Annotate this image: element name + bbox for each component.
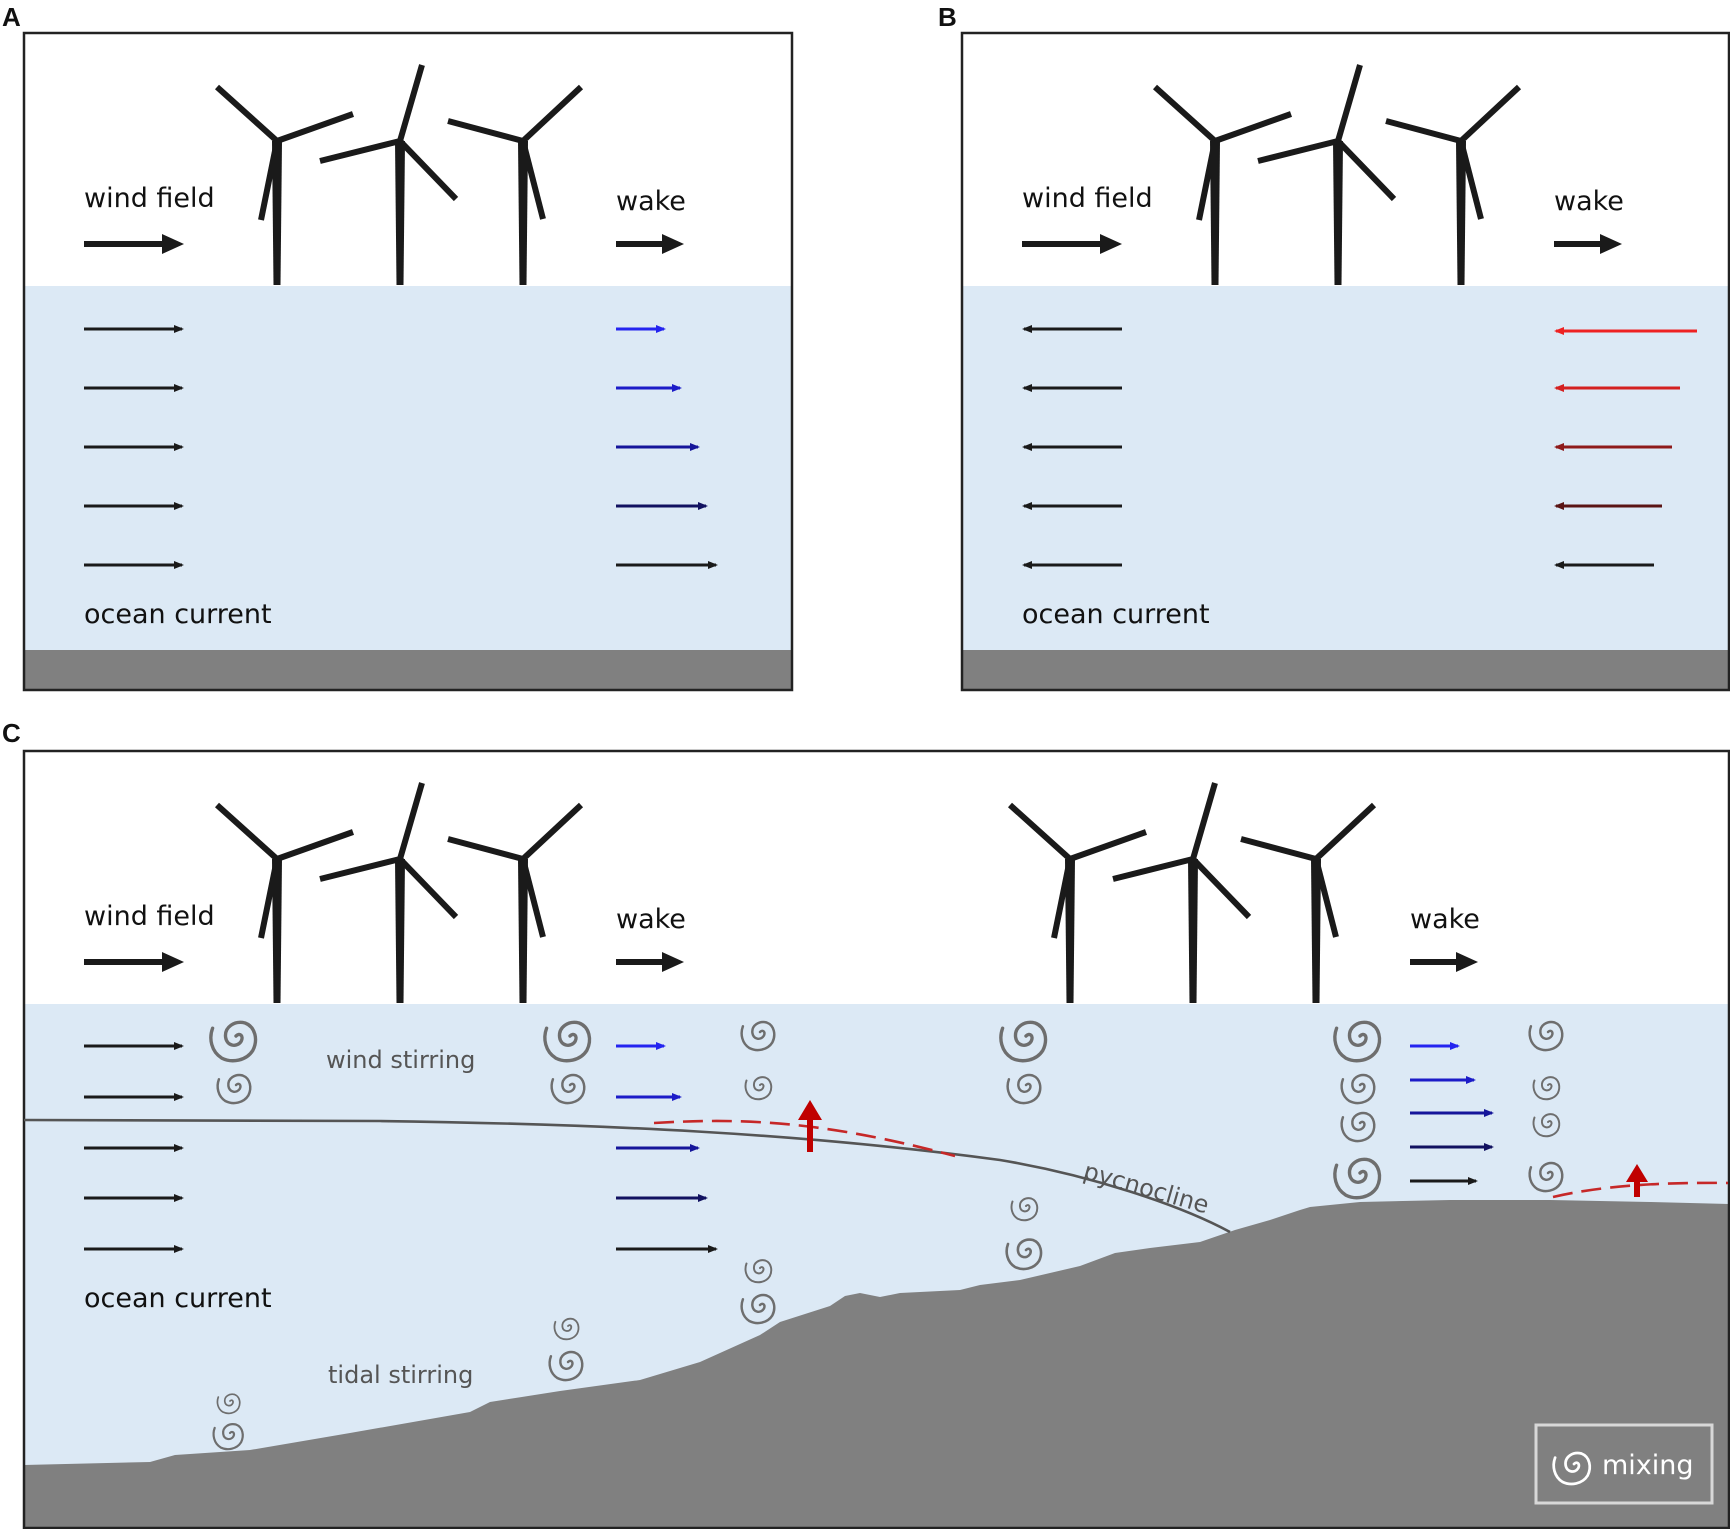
seabed-b <box>962 650 1730 690</box>
wind-field-label: wind field <box>1022 183 1153 214</box>
current-arrows-in <box>1022 325 1122 569</box>
wake-arrow-head-1 <box>662 952 684 972</box>
frame-b <box>960 31 1730 692</box>
ocean-current-label: ocean current <box>1022 599 1210 630</box>
mixing-swirl-icon <box>1552 1451 1592 1486</box>
wake-label: wake <box>616 186 686 217</box>
wake-arrow-head <box>662 234 684 254</box>
panel-b: wind field wake ocean current <box>960 31 1730 692</box>
wind-turbine-icon <box>1010 805 1146 1003</box>
wind-turbine-icon <box>320 783 456 1003</box>
frame-a <box>22 31 794 692</box>
ocean-current-label: ocean current <box>84 599 272 630</box>
wake-label-1: wake <box>616 904 686 935</box>
wind-arrow-head <box>162 952 184 972</box>
panel-a: wind field wake ocean current <box>22 31 794 692</box>
legend-label: mixing <box>1602 1450 1694 1481</box>
wind-turbine-icon <box>448 805 581 1003</box>
pycnocline-shifted-2 <box>1552 1181 1729 1199</box>
current-arrows-in <box>84 325 184 569</box>
water-b <box>962 286 1730 650</box>
current-arrows-wake <box>616 325 718 569</box>
panel-c: pycnocline wind field wake wake <box>22 749 1730 1529</box>
seabed-a <box>24 650 792 690</box>
wind-stirring-label: wind stirring <box>326 1046 475 1074</box>
panel-letter-b: B <box>938 2 957 32</box>
upwelling-arrow-head-2 <box>1626 1164 1648 1182</box>
frame-c <box>22 749 1730 1529</box>
current-arrows-in <box>84 1042 184 1253</box>
wind-turbine-icon <box>217 87 353 285</box>
ocean-current-label: ocean current <box>84 1283 272 1314</box>
upwelling-arrow-head-1 <box>798 1100 822 1120</box>
pycnocline-line <box>23 1118 1231 1234</box>
wind-arrow-head <box>162 234 184 254</box>
pycnocline-shifted-1 <box>653 1119 956 1158</box>
panel-letter-a: A <box>2 2 21 32</box>
wind-turbine-icon <box>217 805 353 1003</box>
wake-label-2: wake <box>1410 904 1480 935</box>
panel-letter-c: C <box>2 718 21 748</box>
legend-box: mixing <box>1534 1423 1714 1505</box>
wind-field-label: wind field <box>84 183 215 214</box>
wind-turbine-icon <box>1258 65 1394 285</box>
wind-turbine-icon <box>1113 783 1249 1003</box>
wake-arrow-head <box>1600 234 1622 254</box>
wind-turbine-icon <box>448 87 581 285</box>
seabed-c <box>24 1200 1729 1528</box>
current-arrows-wake-1 <box>616 1042 718 1253</box>
current-arrows-wake-2 <box>1410 1042 1494 1185</box>
water-a <box>24 286 792 650</box>
tidal-stirring-label: tidal stirring <box>328 1361 473 1389</box>
wind-field-label: wind field <box>84 901 215 932</box>
wind-turbine-icon <box>1386 87 1519 285</box>
wind-turbine-icon <box>320 65 456 285</box>
wind-turbine-icon <box>1155 87 1291 285</box>
wind-turbine-icon <box>1241 805 1374 1003</box>
wind-arrow-head <box>1100 234 1122 254</box>
current-arrows-wake <box>1554 327 1697 569</box>
wake-arrow-head-2 <box>1456 952 1478 972</box>
wake-label: wake <box>1554 186 1624 217</box>
